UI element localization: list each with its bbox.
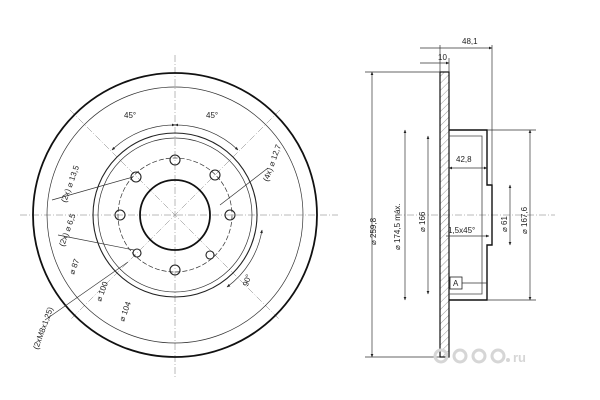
outer-dia-label: ⌀ 259,8 — [369, 217, 378, 245]
friction-plate-section — [439, 71, 450, 358]
right-holes-label: (4x) ⌀ 12,7 — [261, 143, 283, 183]
datum-label: A — [453, 279, 459, 288]
holes-b-label: (2x) ⌀ 6,5 — [57, 212, 77, 248]
angle-left-label: 45° — [124, 111, 136, 120]
bolt-hole-left — [114, 209, 126, 221]
leader-thread — [44, 261, 129, 321]
angle-arc-left — [111, 123, 176, 151]
chamfer-label: 1,5x45° — [448, 226, 475, 235]
angle-arc-bottom — [226, 229, 263, 288]
max-dia-label: ⌀ 174,5 máx. — [393, 203, 402, 250]
pcd-circle — [117, 157, 233, 273]
offset-label: 42,8 — [456, 155, 472, 164]
hat-inner-profile — [449, 135, 483, 295]
hub-label: ⌀ 100 — [94, 280, 110, 303]
thickness-label: 10 — [438, 53, 447, 62]
pcd-label: ⌀ 87 — [67, 257, 81, 276]
disc-friction-ring — [46, 86, 304, 344]
bolt-hole-top — [169, 154, 181, 166]
bolt-hole-right — [224, 209, 236, 221]
hat-profile — [449, 129, 493, 301]
bolt-hole-upper-right — [209, 169, 221, 181]
bore-dia-label: ⌀ 61 — [500, 216, 509, 232]
leader-right-holes — [219, 167, 269, 206]
thread-hole-lower-left — [132, 248, 142, 258]
leader-holes-b — [57, 234, 135, 251]
width-total-label: 48,1 — [462, 37, 478, 46]
thread-label: (2xM8x1,25) — [31, 306, 55, 351]
bolt-hole-upper-left — [130, 171, 142, 183]
hat-outer-dia-label: ⌀ 167,6 — [520, 206, 529, 234]
inner-label: ⌀ 104 — [117, 300, 133, 323]
hat-dia-label: ⌀ 166 — [418, 211, 427, 232]
diagonal-center-line-b — [69, 109, 281, 321]
center-bore — [139, 179, 211, 251]
leader-holes-a — [51, 176, 134, 201]
front-view: 45° 45° 90° (2x) ⌀ 13,5 (2x) ⌀ 6,5 ⌀ 87 … — [20, 55, 338, 378]
watermark-logo: ru — [433, 348, 526, 365]
watermark-text: ru — [513, 350, 526, 365]
holes-a-label: (2x) ⌀ 13,5 — [59, 164, 81, 204]
side-view: 48,1 10 42,8 ⌀ 259,8 ⌀ 174,5 máx. ⌀ 166 … — [365, 37, 555, 358]
disc-outer-edge — [32, 72, 318, 358]
angle-arc-right — [174, 123, 239, 151]
angle-right-label: 45° — [206, 111, 218, 120]
angle-bottom-label: 90° — [241, 273, 253, 287]
bolt-hole-bottom — [169, 264, 181, 276]
thread-hole-lower-right — [205, 250, 215, 260]
